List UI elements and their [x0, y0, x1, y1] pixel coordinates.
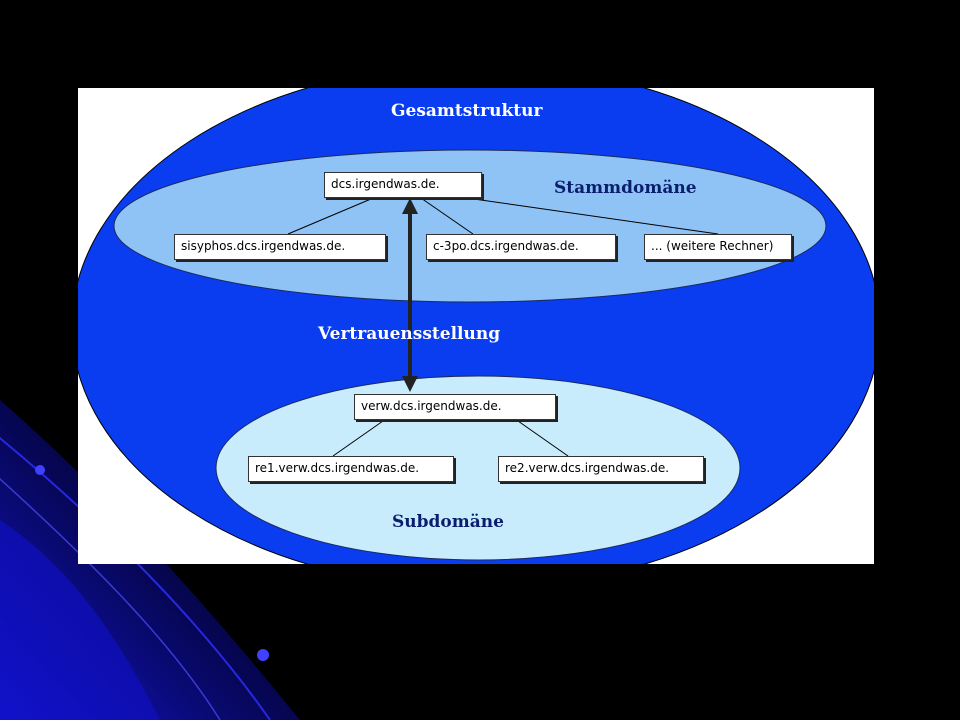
- trust-arrow-head-up: [402, 198, 418, 214]
- forest-title: Gesamtstruktur: [391, 101, 543, 121]
- connector-line: [517, 420, 569, 457]
- root-domain-title: Stammdomäne: [554, 178, 697, 198]
- root-domain-ellipse: [113, 149, 827, 303]
- connector-line: [332, 420, 384, 457]
- host-box-sisyphos: sisyphos.dcs.irgendwas.de.: [174, 234, 386, 260]
- background-swoosh: [0, 520, 160, 720]
- root-host-box: dcs.irgendwas.de.: [324, 172, 482, 198]
- background-dot: [257, 649, 269, 661]
- diagram-shapes: [78, 88, 874, 564]
- sub-domain-title: Subdomäne: [392, 512, 504, 532]
- host-box-more: ... (weitere Rechner): [644, 234, 792, 260]
- trust-relationship-label: Vertrauensstellung: [318, 324, 501, 344]
- host-box-re1: re1.verw.dcs.irgendwas.de.: [248, 456, 454, 482]
- connector-line: [452, 195, 719, 235]
- background-curve: [0, 478, 221, 720]
- host-box-re2: re2.verw.dcs.irgendwas.de.: [498, 456, 704, 482]
- host-box-c3po: c-3po.dcs.irgendwas.de.: [426, 234, 616, 260]
- background-dot: [35, 465, 45, 475]
- trust-arrow-head-down: [402, 376, 418, 392]
- sub-root-host-box: verw.dcs.irgendwas.de.: [354, 394, 556, 420]
- sub-domain-ellipse: [215, 375, 741, 561]
- domain-diagram: Gesamtstruktur Stammdomäne Vertrauensste…: [78, 88, 874, 564]
- connector-line: [287, 195, 379, 235]
- connector-line: [417, 195, 474, 235]
- background-curve: [0, 436, 271, 720]
